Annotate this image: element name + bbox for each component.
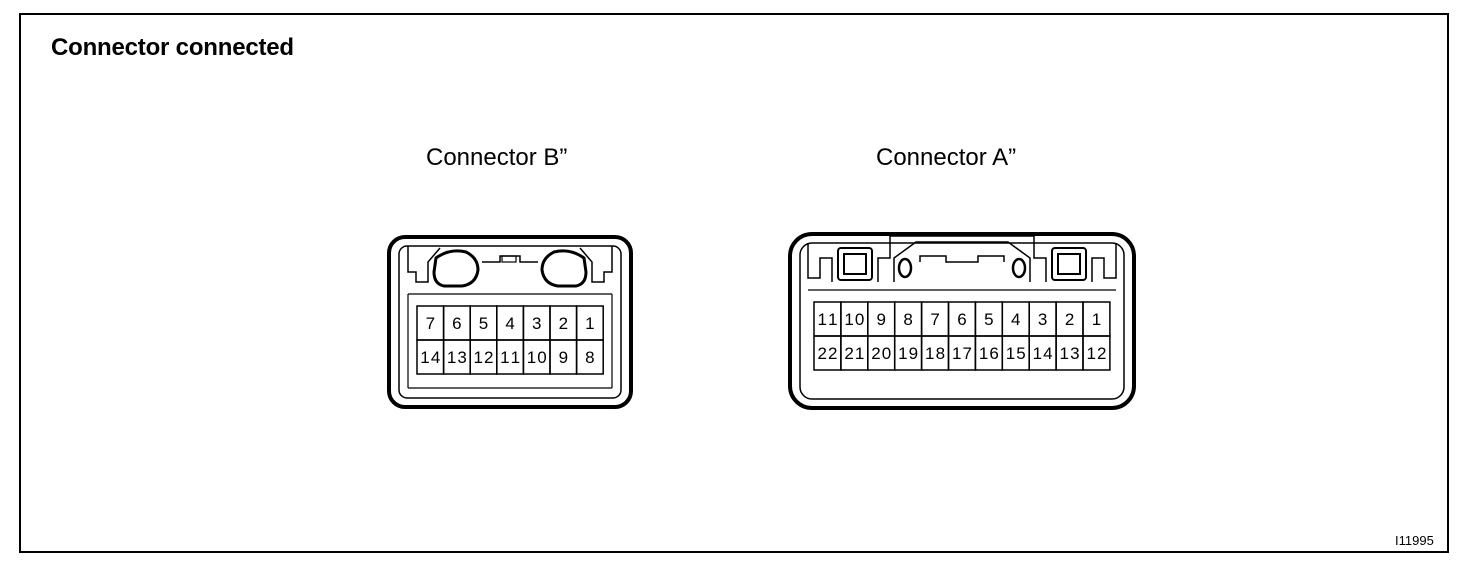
connector-a-label: Connector A” <box>876 144 1017 171</box>
connector-a-pin-label-19: 19 <box>898 344 918 363</box>
connector-b-pin-label-3: 3 <box>532 314 541 333</box>
connector-b <box>387 235 633 409</box>
connector-a-pin-label-17: 17 <box>952 344 972 363</box>
connector-a-pin-label-2: 2 <box>1065 310 1074 329</box>
connector-a-pin-label-20: 20 <box>871 344 891 363</box>
connector-a-pin-label-22: 22 <box>817 344 837 363</box>
connector-b-pin-label-5: 5 <box>479 314 488 333</box>
connector-a-pin-cell-12 <box>1082 335 1111 371</box>
diagram-title: Connector connected <box>51 34 294 61</box>
connector-a-pin-label-12: 12 <box>1086 344 1106 363</box>
connector-b-pin-cell-8 <box>575 339 604 375</box>
connector-a-pin-label-4: 4 <box>1011 310 1020 329</box>
connector-a-pin-label-6: 6 <box>957 310 966 329</box>
connector-a-pin-label-13: 13 <box>1060 344 1080 363</box>
connector-b-pin-label-14: 14 <box>420 348 440 367</box>
connector-b-pin-label-1: 1 <box>585 314 594 333</box>
connector-a-pin-label-5: 5 <box>984 310 993 329</box>
connector-a-pin-label-10: 10 <box>844 310 864 329</box>
connector-a-pin-label-21: 21 <box>844 344 864 363</box>
connector-a-pin-label-7: 7 <box>930 310 939 329</box>
diagram-frame <box>19 13 1449 553</box>
connector-a <box>788 232 1136 410</box>
reference-code: I11995 <box>1395 533 1434 548</box>
connector-b-pin-label-12: 12 <box>474 348 494 367</box>
connector-b-pin-label-10: 10 <box>527 348 547 367</box>
connector-a-pin-label-1: 1 <box>1092 310 1101 329</box>
connector-a-pin-label-3: 3 <box>1038 310 1047 329</box>
connector-a-pin-label-9: 9 <box>877 310 886 329</box>
connector-b-label: Connector B” <box>426 144 568 171</box>
connector-b-pin-label-2: 2 <box>559 314 568 333</box>
connector-b-pin-label-4: 4 <box>505 314 514 333</box>
connector-b-pin-label-13: 13 <box>447 348 467 367</box>
connector-b-pin-label-6: 6 <box>452 314 461 333</box>
connector-a-pin-label-14: 14 <box>1033 344 1053 363</box>
connector-b-pin-label-9: 9 <box>559 348 568 367</box>
connector-b-pin-label-7: 7 <box>426 314 435 333</box>
connector-a-pin-label-16: 16 <box>979 344 999 363</box>
connector-a-pin-label-11: 11 <box>817 310 837 329</box>
connector-b-pin-label-8: 8 <box>585 348 594 367</box>
connector-b-pin-label-11: 11 <box>500 348 520 367</box>
connector-a-pin-label-15: 15 <box>1006 344 1026 363</box>
connector-a-pin-label-18: 18 <box>925 344 945 363</box>
connector-a-pin-label-8: 8 <box>903 310 912 329</box>
